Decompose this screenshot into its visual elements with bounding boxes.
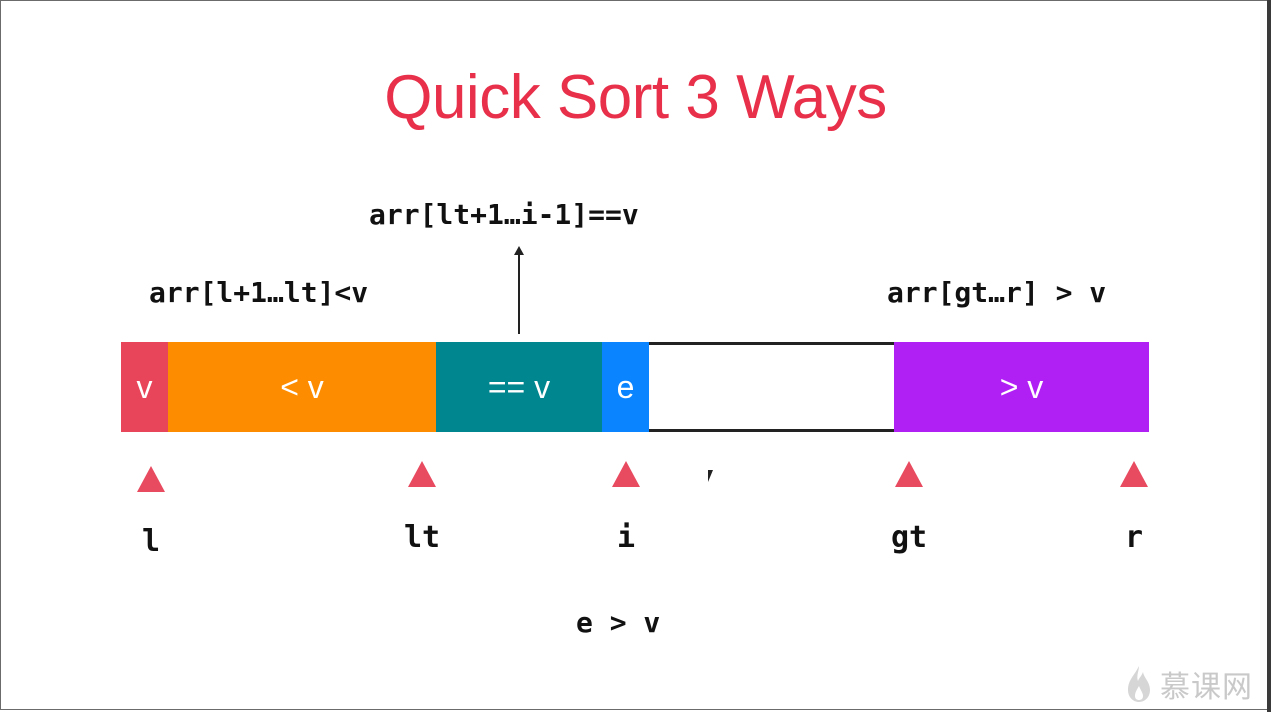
mouse-cursor-icon <box>708 470 713 482</box>
arrow-line <box>518 252 520 334</box>
pointer-label-gt: gt <box>890 520 928 555</box>
pointer-label-l: l <box>141 524 161 559</box>
pointer-label-i: i <box>616 520 636 555</box>
pointer-label-r: r <box>1124 520 1144 555</box>
pointer-label-lt: lt <box>403 520 441 555</box>
condition-label: e > v <box>576 606 661 639</box>
pointer-i-icon <box>612 461 640 487</box>
pointer-r-icon <box>1120 461 1148 487</box>
slide-title: Quick Sort 3 Ways <box>384 63 887 132</box>
watermark-logo: 慕课网 <box>1124 662 1253 706</box>
pointer-lt-icon <box>408 461 436 487</box>
logo-text: 慕课网 <box>1160 670 1253 705</box>
window-edge <box>1267 0 1271 712</box>
pivot-segment: v <box>121 342 168 432</box>
equal-range-label: arr[lt+1…i-1]==v <box>369 198 639 231</box>
greater-range-label: arr[gt…r] > v <box>887 276 1107 309</box>
flame-icon <box>1128 666 1150 702</box>
pointer-l-icon <box>137 466 165 492</box>
equal-segment: == v <box>436 342 602 432</box>
array-bar: v < v == v e > v <box>121 342 1149 432</box>
unprocessed-segment <box>649 342 894 432</box>
greater-segment: > v <box>894 342 1149 432</box>
less-segment: < v <box>168 342 436 432</box>
pointer-gt-icon <box>895 461 923 487</box>
less-range-label: arr[l+1…lt]<v <box>149 276 369 309</box>
current-element-segment: e <box>602 342 649 432</box>
arrow-up-icon <box>514 246 524 255</box>
